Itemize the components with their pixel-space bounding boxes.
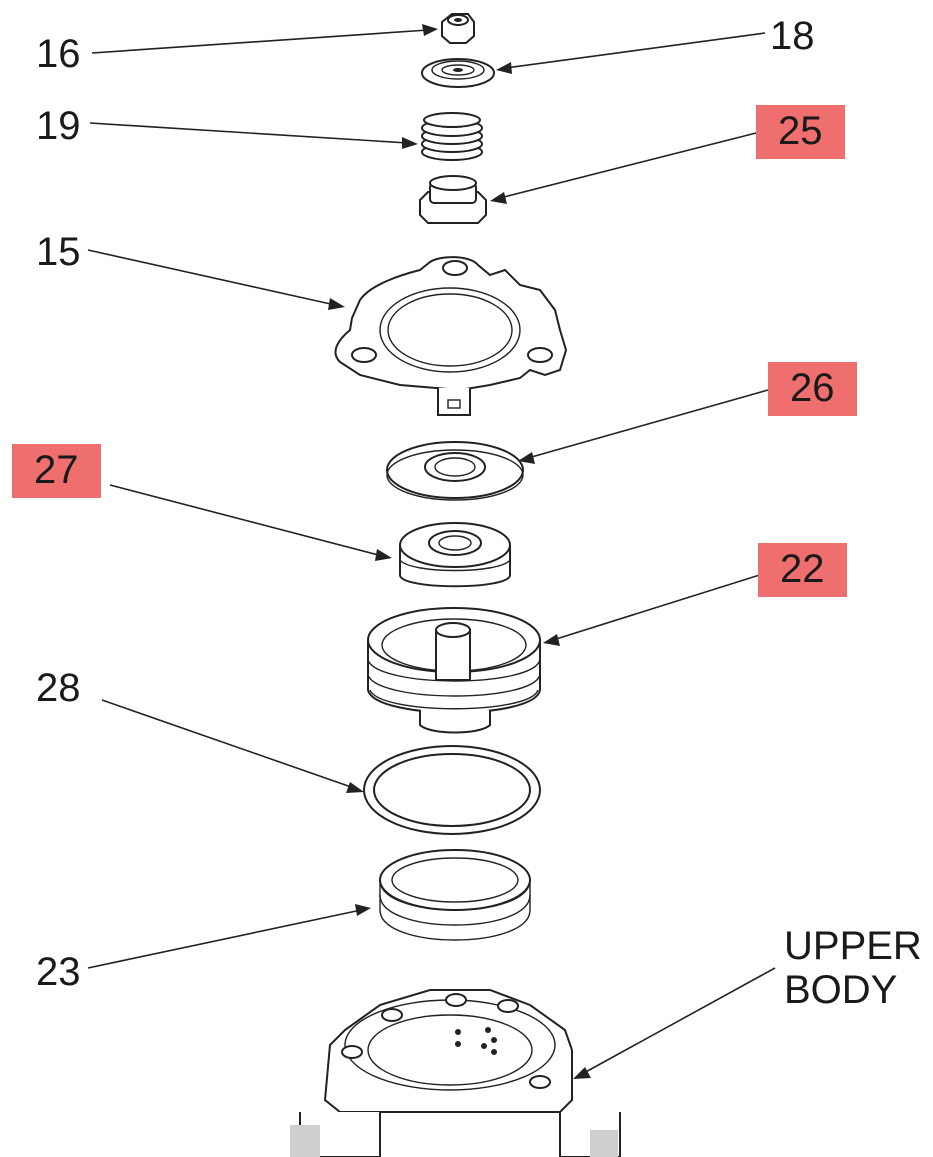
- part-22-guide: [367, 607, 541, 734]
- part-19-spring: [421, 112, 483, 161]
- callout-19: 19: [36, 104, 81, 148]
- part-26-disc: [386, 441, 524, 501]
- callout-upper-body-line1: UPPER: [784, 924, 922, 968]
- part-16-nut: [441, 13, 475, 44]
- callout-27-highlighted: 27: [12, 444, 101, 498]
- part-18-washer: [421, 58, 495, 88]
- callout-23: 23: [36, 950, 81, 994]
- part-23-spring: [379, 849, 531, 941]
- callout-15: 15: [36, 230, 81, 274]
- part-28-o-ring: [363, 745, 541, 835]
- callout-upper-body-line2: BODY: [784, 968, 898, 1012]
- callout-22-highlighted: 22: [758, 543, 847, 597]
- part-15-plate: [334, 256, 568, 416]
- part-25-fitting: [419, 175, 487, 224]
- part-27-seat: [399, 522, 511, 588]
- callout-28: 28: [36, 666, 81, 710]
- leader-lines: [87, 24, 776, 1079]
- callout-25-highlighted: 25: [756, 105, 845, 159]
- callout-16: 16: [36, 32, 81, 76]
- callout-upper-body: UPPER BODY: [784, 924, 922, 1012]
- callout-26-highlighted: 26: [768, 362, 857, 416]
- callout-18: 18: [770, 14, 815, 58]
- upper-body: [290, 989, 621, 1157]
